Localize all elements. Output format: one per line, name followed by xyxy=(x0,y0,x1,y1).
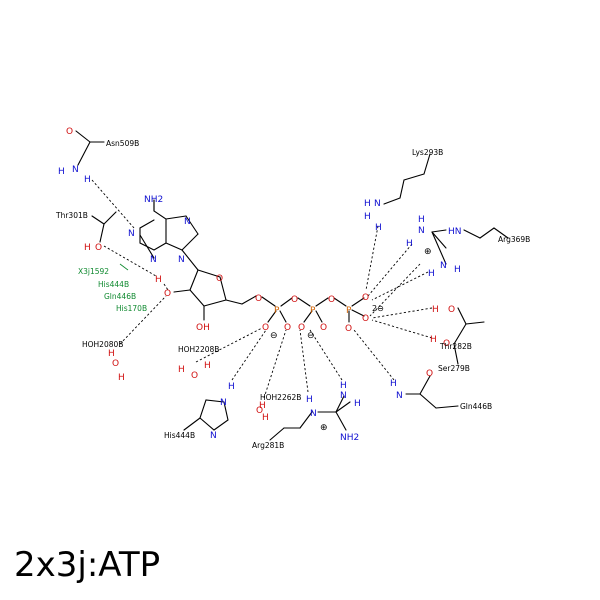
atom-o-g3: O xyxy=(345,324,352,334)
atom-n-arg281b: N xyxy=(340,391,347,401)
atom-o5: O xyxy=(255,294,262,304)
atom-n-arg369b: N xyxy=(440,261,447,271)
atom-o-ser279: O xyxy=(443,339,450,349)
atom-o-hoh2208: O xyxy=(191,371,198,381)
atom-h-ribose: H xyxy=(155,275,162,285)
atom-o-g1: O xyxy=(362,293,369,303)
label-x3j1592: X3j1592 xyxy=(78,267,109,276)
atom-n3: N xyxy=(150,255,157,265)
atom-h-thr301: H xyxy=(84,243,91,253)
atom-h-asn509b: H xyxy=(84,175,91,185)
atom-p-gamma: P xyxy=(346,306,352,316)
atom-n-asn509: N xyxy=(72,165,79,175)
atom-h-asn509a: H xyxy=(58,167,65,177)
atom-h-arg281a: H xyxy=(306,395,313,405)
atom-o-b2: O xyxy=(320,323,327,333)
atom-h2-hoh2262: H xyxy=(262,413,269,423)
atom-h-lys293a: H xyxy=(364,199,371,209)
label-his170: His170B xyxy=(116,304,147,313)
atom-o-hoh2262: O xyxy=(256,406,263,416)
atom-hn-arg369: HN xyxy=(448,227,462,237)
label-thr282: Thr282B xyxy=(439,342,472,351)
charge-2minus-gamma: 2⊖ xyxy=(372,304,384,313)
atom-h-hoh2208b: H xyxy=(204,361,211,371)
ligand-bonds xyxy=(139,199,365,323)
atom-o-asn509: O xyxy=(66,127,73,137)
atom-o4: O xyxy=(216,274,223,284)
atom-h-arg369b: H xyxy=(406,239,413,249)
atom-n-arg369a: N xyxy=(418,226,425,236)
atom-o-thr282: O xyxy=(448,305,455,315)
label-ser279: Ser279B xyxy=(438,364,470,373)
atom-o2: O xyxy=(164,289,171,299)
atom-p-alpha: P xyxy=(274,306,280,316)
charge-plus-arg369: ⊕ xyxy=(424,247,432,257)
atom-n-gln446: N xyxy=(396,391,403,401)
atom-h-gln446: H xyxy=(390,379,397,389)
atom-oh-ribose: OH xyxy=(196,323,210,333)
label-asn509: Asn509B xyxy=(106,139,139,148)
atom-o-bg: O xyxy=(328,295,335,305)
atom-o-hoh2080: O xyxy=(112,359,119,369)
atom-n9: N xyxy=(178,255,185,265)
residue-bonds xyxy=(75,130,509,441)
atom-h-hoh2080a: H xyxy=(108,349,115,359)
atom-h-his444: H xyxy=(228,382,235,392)
charge-minus-alpha: ⊖ xyxy=(270,331,278,341)
residue-labels: Asn509B Thr301B X3j1592 His444B Gln446B … xyxy=(55,139,530,450)
atom-o-ab: O xyxy=(291,295,298,305)
atom-nh-arg281: H xyxy=(354,399,361,409)
atom-h-arg281b: H xyxy=(340,381,347,391)
charge-plus-arg281: ⊕ xyxy=(320,423,328,433)
atom-labels: O N H H H O NH2 N N N N O H O OH O P O P… xyxy=(58,127,462,443)
atom-h-lys293b: H xyxy=(364,212,371,222)
atom-o-gln446: O xyxy=(426,369,433,379)
atom-h-arg369a: H xyxy=(418,215,425,225)
atom-h-lys293c: H xyxy=(375,223,382,233)
label-lys293: Lys293B xyxy=(412,148,443,157)
hydrogen-bonds xyxy=(91,179,433,399)
label-arg369: Arg369B xyxy=(498,235,530,244)
atom-o-b1: O xyxy=(298,323,305,333)
label-hoh2080: HOH2080B xyxy=(82,340,123,349)
label-hoh2262: HOH2262B xyxy=(260,393,301,402)
label-arg281: Arg281B xyxy=(252,441,284,450)
atom-h-hoh2080b: H xyxy=(118,373,125,383)
atom-h-hoh2208a: H xyxy=(178,365,185,375)
atom-nh2-adenine: NH2 xyxy=(144,195,163,205)
label-his444-b: His444B xyxy=(164,431,195,440)
atom-h-ser279: H xyxy=(430,335,437,345)
label-gln446-b: Gln446B xyxy=(460,402,492,411)
ligand-title: 2x3j:ATP xyxy=(14,545,161,585)
label-his444-a: His444B xyxy=(98,280,129,289)
atom-o-a1: O xyxy=(262,323,269,333)
label-hoh2208: HOH2208B xyxy=(178,345,219,354)
atom-o-thr301: O xyxy=(95,243,102,253)
atom-n-lys293: N xyxy=(374,199,381,209)
atom-o-g2: O xyxy=(362,314,369,324)
atom-h-thr282: H xyxy=(432,305,439,315)
atom-n1: N xyxy=(128,229,135,239)
atom-n7: N xyxy=(184,217,191,227)
atom-n-arg281: N xyxy=(310,409,317,419)
atom-n-his444b: N xyxy=(210,431,217,441)
atom-h-arg369c: H xyxy=(454,265,461,275)
atom-h-arg369d: H xyxy=(428,269,435,279)
label-thr301: Thr301B xyxy=(55,211,88,220)
atom-h-hoh2262: H xyxy=(259,401,266,411)
atom-nh2-arg281: NH2 xyxy=(340,433,359,443)
atom-o-a2: O xyxy=(284,323,291,333)
charge-minus-beta: ⊖ xyxy=(307,331,315,341)
atom-n-his444a: N xyxy=(220,398,227,408)
atom-p-beta: P xyxy=(310,306,316,316)
label-gln446-a: Gln446B xyxy=(104,292,136,301)
